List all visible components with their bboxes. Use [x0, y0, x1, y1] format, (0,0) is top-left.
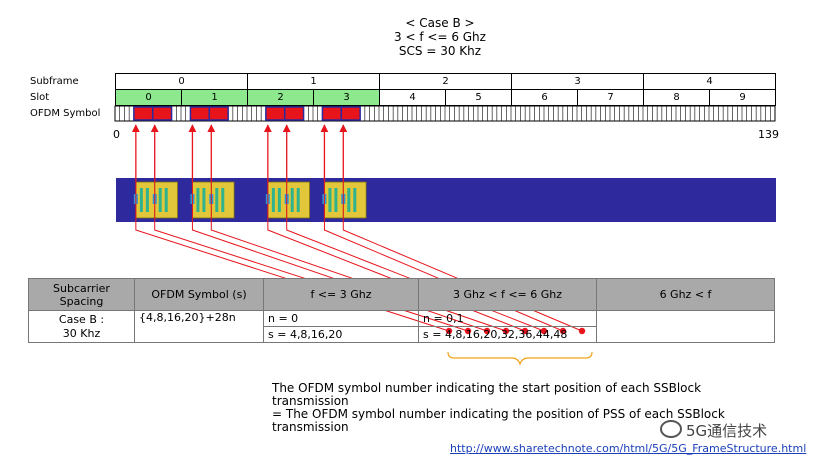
pbch-segment: [271, 188, 275, 212]
header-high-band: 6 Ghz < f: [596, 278, 775, 311]
table-header-row: Subcarrier Spacing OFDM Symbol (s) f <= …: [28, 278, 775, 311]
pbch-segment: [202, 188, 206, 212]
pbch-segment: [215, 188, 219, 212]
pbch-segment: [290, 188, 294, 212]
symbol-row-label: OFDM Symbol: [30, 108, 101, 119]
pbch-segment: [221, 188, 225, 212]
table-row: s = 4,8,16,20 s = 4,8,16,20,32,36,44,48: [29, 326, 775, 343]
pbch-segment: [334, 188, 338, 212]
pbch-segment: [196, 188, 200, 212]
symbol-start-label: 0: [113, 128, 120, 141]
subframe-row-label: Subframe: [30, 76, 79, 87]
header-subcarrier-spacing: Subcarrier Spacing: [28, 278, 135, 311]
cell-low-s: s = 4,8,16,20: [263, 326, 419, 343]
header-mid-band: 3 Ghz < f <= 6 Ghz: [418, 278, 597, 311]
pbch-segment: [353, 188, 357, 212]
ssb-block-symbol: [189, 106, 211, 121]
watermark-text: 5G通信技术: [686, 422, 768, 440]
ssb-table: Subcarrier Spacing OFDM Symbol (s) f <= …: [28, 278, 775, 343]
cell-high-empty: [596, 310, 775, 343]
cell-low-n: n = 0: [263, 310, 419, 327]
header-ofdm-symbol: OFDM Symbol (s): [134, 278, 264, 311]
slot-row-label: Slot: [30, 92, 50, 103]
note-line-2: = The OFDM symbol number indicating the …: [272, 407, 725, 434]
cell-mid-n: n = 0,1: [418, 310, 597, 327]
explanation-note: The OFDM symbol number indicating the st…: [272, 382, 772, 434]
pbch-segment: [145, 188, 149, 212]
wechat-icon: [660, 420, 682, 438]
note-line-1: The OFDM symbol number indicating the st…: [272, 381, 702, 408]
pbch-segment: [164, 188, 168, 212]
pbch-segment: [328, 188, 332, 212]
watermark: 5G通信技术: [660, 420, 767, 441]
title-scs: SCS = 30 Khz: [398, 44, 482, 58]
slot-cell: 9: [709, 89, 776, 106]
source-link[interactable]: http://www.sharetechnote.com/html/5G/5G_…: [450, 442, 807, 455]
diagram-title: < Case B > 3 < f <= 6 Ghz SCS = 30 Khz: [360, 16, 520, 58]
cell-scs: Case B : 30 Khz: [28, 310, 135, 343]
title-case: < Case B >: [405, 16, 475, 30]
title-frequency: 3 < f <= 6 Ghz: [394, 30, 486, 44]
symbol-end-label: 139: [758, 128, 779, 141]
pbch-segment: [158, 188, 162, 212]
ssb-block-symbol: [265, 106, 286, 121]
pbch-segment: [296, 188, 300, 212]
ssb-block-symbol: [151, 106, 173, 121]
ssb-block-symbol: [133, 106, 154, 121]
ssb-block-symbol: [208, 106, 229, 121]
highlight-brace: [447, 351, 593, 366]
pbch-segment: [277, 188, 281, 212]
ssb-block-symbol: [321, 106, 343, 121]
cell-mid-s: s = 4,8,16,20,32,36,44,48: [418, 326, 597, 343]
ssb-block-symbol: [283, 106, 305, 121]
pbch-segment: [139, 188, 143, 212]
header-low-band: f <= 3 Ghz: [263, 278, 419, 311]
pbch-segment: [347, 188, 351, 212]
table-row: Case B : 30 Khz {4,8,16,20}+28n n = 0 n …: [28, 310, 775, 343]
ssb-block-symbol: [340, 106, 361, 121]
cell-symbols: {4,8,16,20}+28n: [134, 310, 264, 343]
